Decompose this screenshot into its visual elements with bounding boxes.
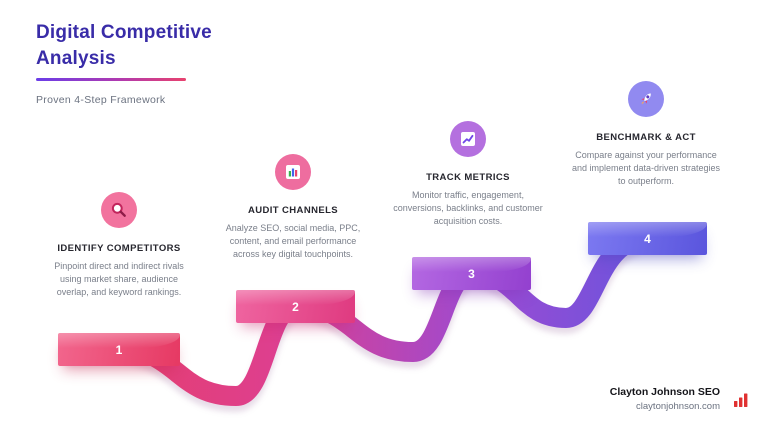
step-3-title: TRACK METRICS xyxy=(426,172,510,183)
ribbon-path xyxy=(60,228,700,407)
step-4-number: 4 xyxy=(644,231,651,246)
rocket-icon xyxy=(628,81,664,117)
bar-chart-icon xyxy=(275,154,311,190)
line-chart-icon xyxy=(450,121,486,157)
footer-bar-chart-icon xyxy=(732,390,750,413)
page-title: Digital Competitive Analysis xyxy=(36,20,212,71)
footer: Clayton Johnson SEO claytonjohnson.com xyxy=(610,386,720,412)
step-1-column: IDENTIFY COMPETITORS Pinpoint direct and… xyxy=(39,192,199,299)
website-text: claytonjohnson.com xyxy=(636,401,720,412)
step-2-number: 2 xyxy=(292,299,299,314)
brand-name: Clayton Johnson SEO xyxy=(609,386,720,398)
step-3-number: 3 xyxy=(468,266,475,281)
step-3-description: Monitor traffic, engagement, conversions… xyxy=(393,190,543,227)
step-4-description: Compare against your performance and imp… xyxy=(571,150,721,187)
step-1-description: Pinpoint direct and indirect rivals usin… xyxy=(54,261,184,298)
step-3-column: TRACK METRICS Monitor traffic, engagemen… xyxy=(388,121,548,228)
step-2-description: Analyze SEO, social media, PPC, content,… xyxy=(225,223,361,260)
step-3-bar: 3 xyxy=(412,257,531,290)
step-2-bar: 2 xyxy=(236,290,355,323)
step-4-title: BENCHMARK & ACT xyxy=(596,132,696,143)
step-1-bar: 1 xyxy=(58,333,180,366)
page-title-line2: Analysis xyxy=(36,47,116,69)
step-4-bar: 4 xyxy=(588,222,707,255)
page-title-line1: Digital Competitive xyxy=(36,22,212,43)
title-underline xyxy=(36,78,186,82)
step-1-title: IDENTIFY COMPETITORS xyxy=(57,243,181,254)
header: Digital Competitive Analysis Proven 4-St… xyxy=(36,20,212,106)
subtitle: Proven 4-Step Framework xyxy=(36,94,166,107)
step-2-column: AUDIT CHANNELS Analyze SEO, social media… xyxy=(213,154,373,261)
step-4-column: BENCHMARK & ACT Compare against your per… xyxy=(566,81,726,188)
step-1-number: 1 xyxy=(115,342,123,357)
step-2-title: AUDIT CHANNELS xyxy=(247,205,339,216)
magnifier-icon xyxy=(101,192,137,228)
